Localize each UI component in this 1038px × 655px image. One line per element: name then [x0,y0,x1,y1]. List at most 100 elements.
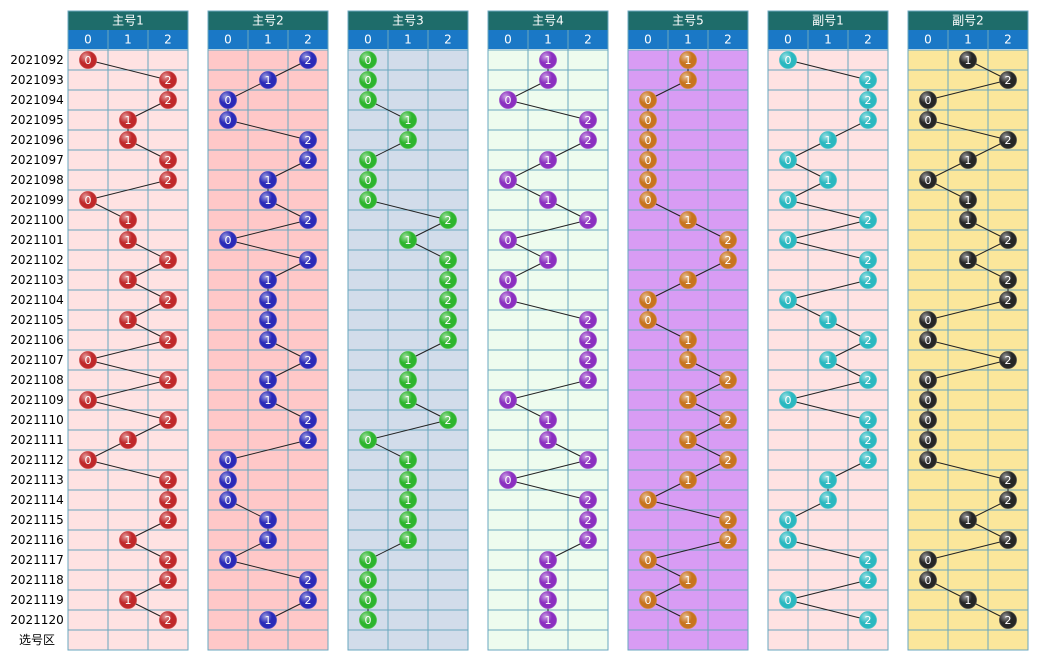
value-ball [859,91,877,109]
panel-subheader [488,30,608,49]
ball-value-label: 0 [225,94,232,107]
value-ball [999,131,1017,149]
value-ball [579,211,597,229]
value-ball [119,271,137,289]
value-ball [999,291,1017,309]
value-ball [679,271,697,289]
ball-value-label: 1 [825,494,832,507]
trend-line [507,379,589,401]
value-ball [579,451,597,469]
panel-title: 主号1 [112,14,144,28]
ball-value-label: 2 [305,54,312,67]
value-ball [579,331,597,349]
ball-value-label: 2 [865,94,872,107]
ball-value-label: 2 [445,214,452,227]
period-label: 2021110 [10,413,63,427]
ball-value-label: 2 [165,514,172,527]
value-ball [259,291,277,309]
value-ball [79,391,97,409]
value-ball [639,131,657,149]
ball-value-label: 2 [165,374,172,387]
value-ball [399,231,417,249]
value-ball [639,151,657,169]
value-ball [219,491,237,509]
ball-value-label: 1 [265,174,272,187]
value-ball [859,251,877,269]
ball-value-label: 2 [585,354,592,367]
ball-value-label: 0 [645,554,652,567]
value-ball [439,271,457,289]
ball-value-label: 1 [685,354,692,367]
ball-value-label: 0 [645,174,652,187]
value-ball [639,111,657,129]
value-ball [359,551,377,569]
trend-line [367,419,449,441]
ball-value-label: 1 [965,154,972,167]
ball-value-label: 1 [685,574,692,587]
value-ball [679,471,697,489]
value-ball [919,111,937,129]
panel-subheader [908,30,1028,49]
trend-line [787,579,869,601]
value-ball [119,311,137,329]
ball-value-label: 2 [305,414,312,427]
period-label: 2021101 [10,233,63,247]
ball-value-label: 0 [225,114,232,127]
value-ball [959,211,977,229]
value-ball [639,311,657,329]
value-ball [119,131,137,149]
trend-line [87,359,169,381]
trend-line [87,379,169,401]
trend-line [787,239,869,261]
ball-value-label: 0 [785,194,792,207]
sub-header-label: 2 [444,33,452,47]
ball-value-label: 2 [1005,494,1012,507]
ball-value-label: 2 [165,334,172,347]
value-ball [399,471,417,489]
value-ball [119,111,137,129]
trend-line [927,79,1009,101]
value-ball [919,331,937,349]
value-ball [399,351,417,369]
value-ball [539,551,557,569]
ball-value-label: 2 [165,414,172,427]
trend-line [787,59,869,81]
ball-value-label: 2 [725,254,732,267]
value-ball [299,131,317,149]
value-ball [579,491,597,509]
panel-subheader [628,30,748,49]
ball-value-label: 2 [165,614,172,627]
ball-value-label: 2 [445,254,452,267]
value-ball [639,551,657,569]
ball-value-label: 1 [405,494,412,507]
value-ball [499,391,517,409]
ball-value-label: 1 [405,134,412,147]
value-ball [859,411,877,429]
value-ball [819,351,837,369]
value-ball [499,291,517,309]
ball-value-label: 0 [225,554,232,567]
value-ball [679,391,697,409]
period-label: 2021106 [10,333,63,347]
ball-value-label: 2 [165,294,172,307]
ball-value-label: 1 [405,234,412,247]
ball-value-label: 0 [925,454,932,467]
trend-line [87,399,169,421]
trend-line [647,539,729,561]
value-ball [79,351,97,369]
ball-value-label: 1 [265,334,272,347]
ball-value-label: 1 [545,194,552,207]
value-ball [859,71,877,89]
value-ball [999,611,1017,629]
value-ball [399,391,417,409]
value-ball [539,191,557,209]
ball-value-label: 2 [445,314,452,327]
value-ball [439,311,457,329]
ball-value-label: 0 [925,574,932,587]
panel-header [908,11,1028,30]
value-ball [639,591,657,609]
ball-value-label: 2 [725,234,732,247]
panel-title: 副号1 [812,14,844,28]
period-label: 2021103 [10,273,63,287]
